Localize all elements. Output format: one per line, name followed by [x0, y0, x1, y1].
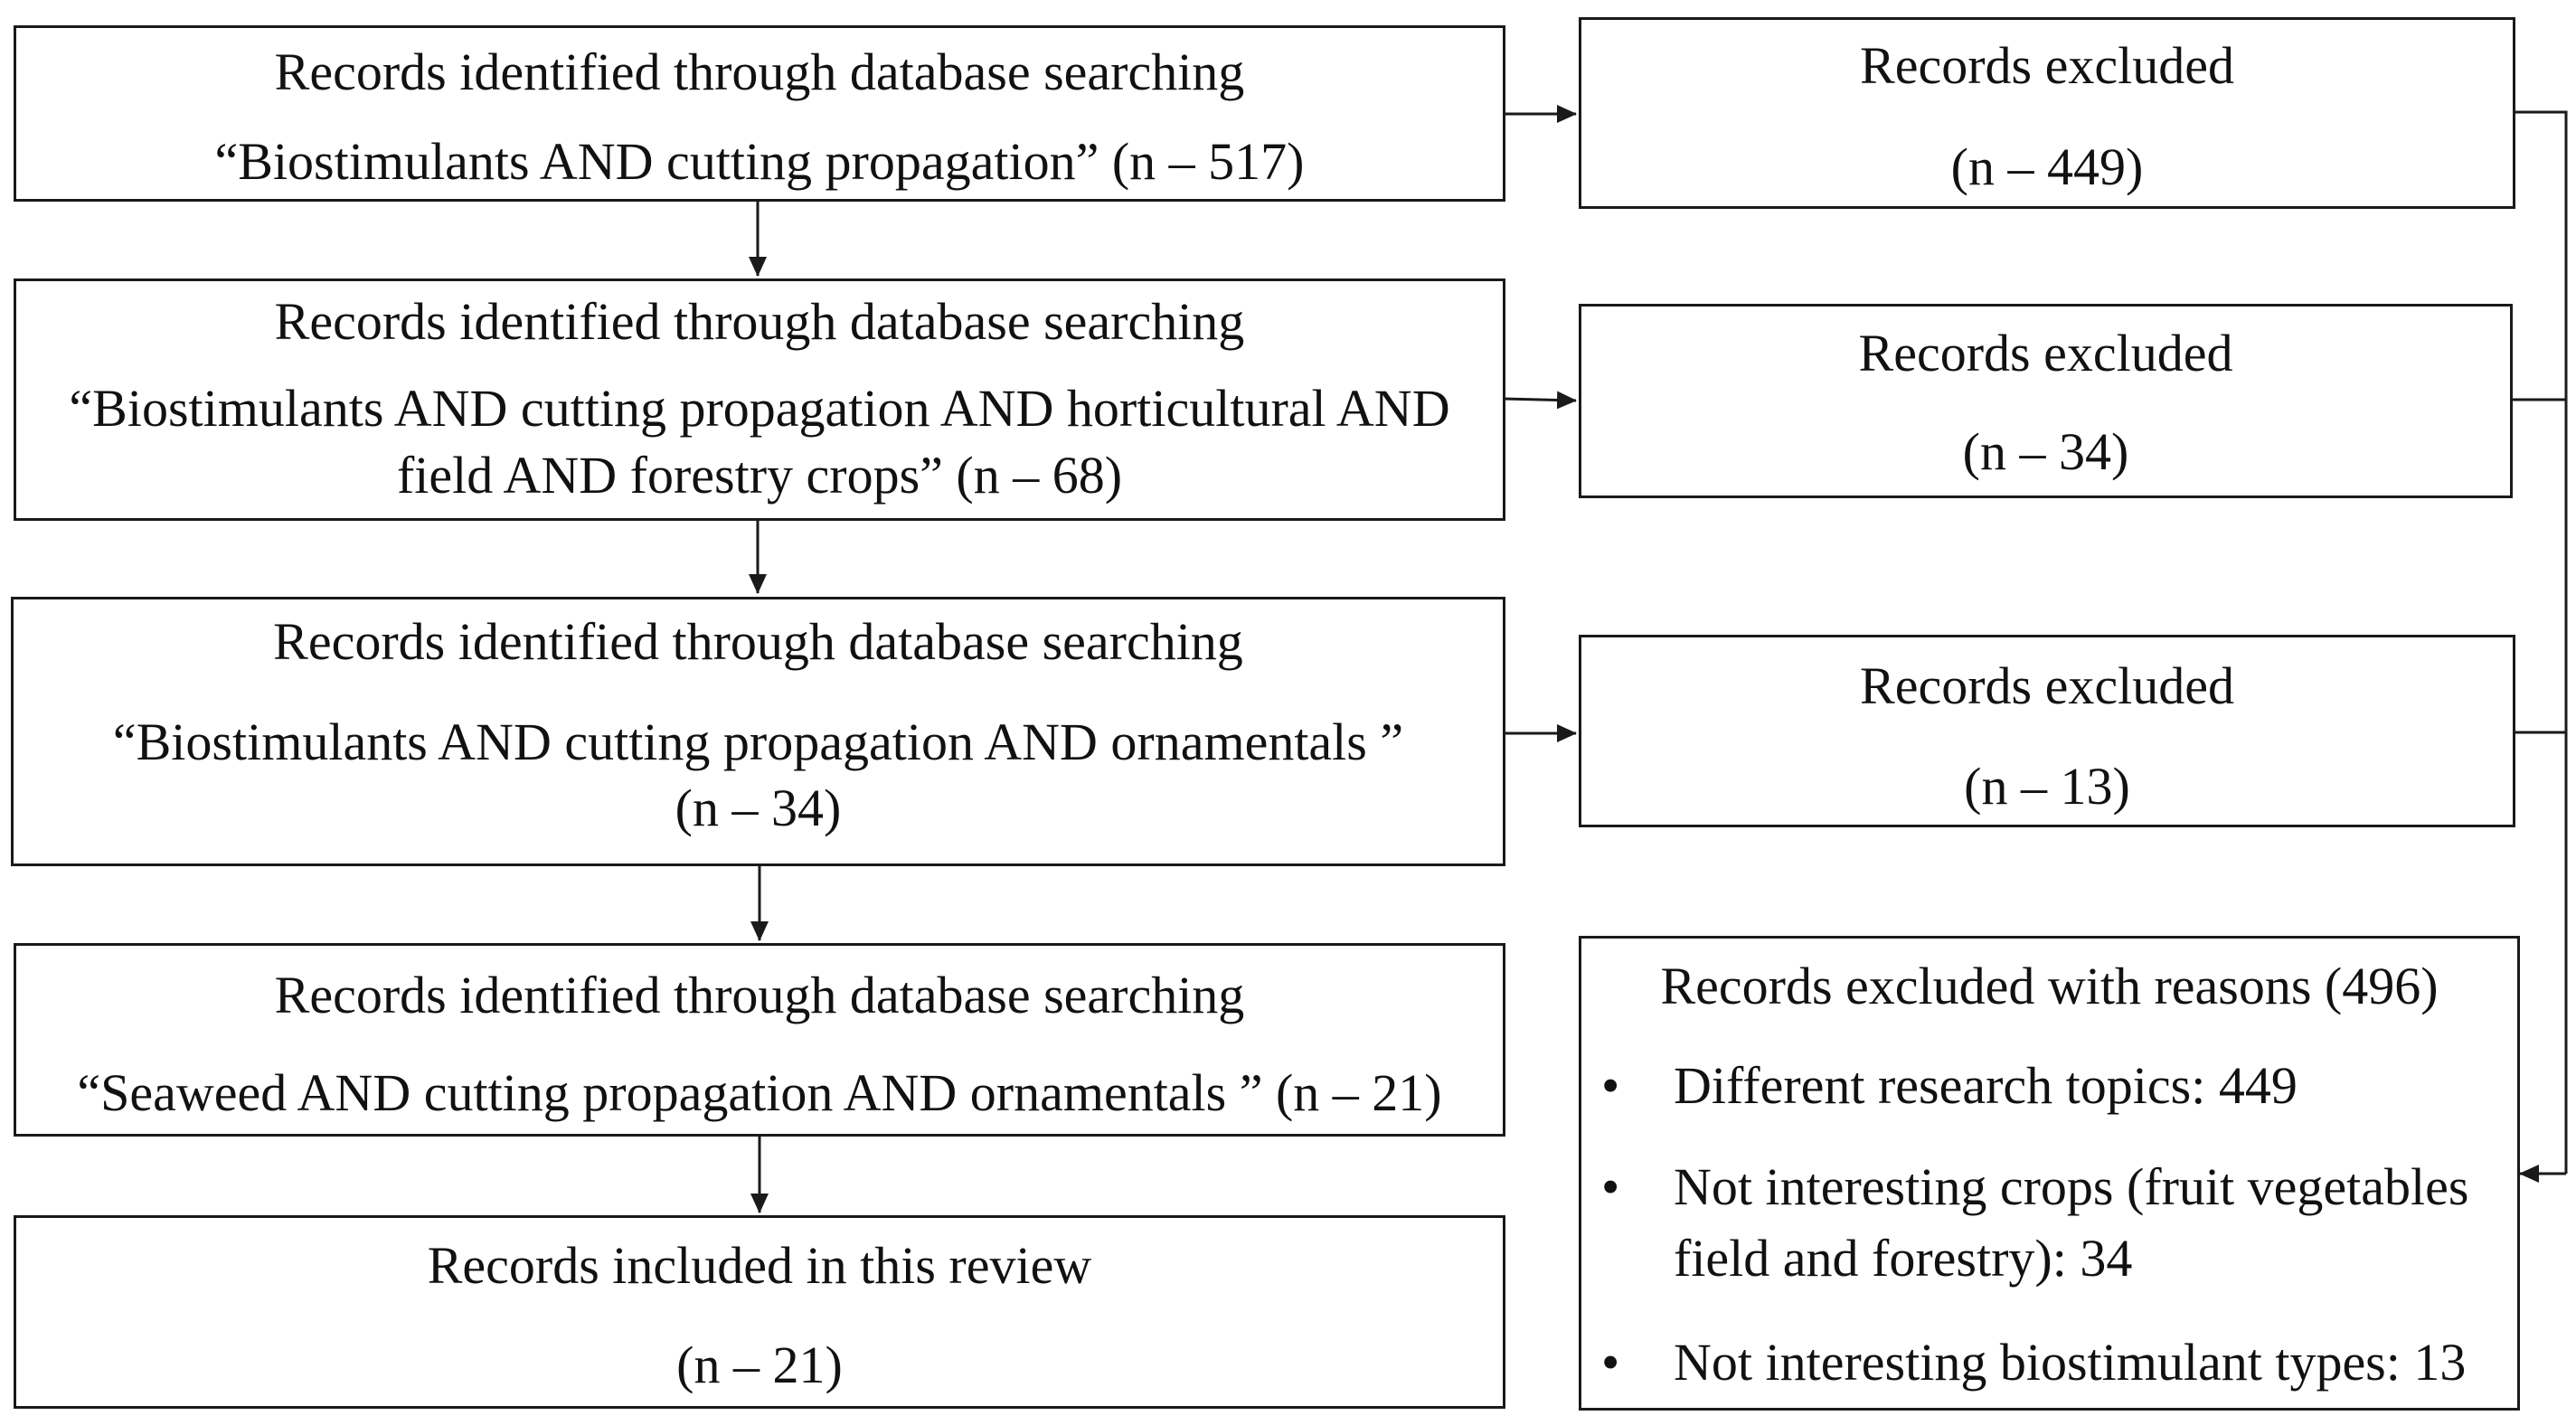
bullet-icon: •: [1601, 1333, 1620, 1392]
search-box-2-query-line2: field AND forestry crops” (n – 68): [396, 446, 1123, 505]
collector-from-excluded1: [2514, 110, 2568, 1174]
excluded-box-2-count: (n – 34): [1962, 422, 2129, 481]
search-box-4-heading: Records identified through database sear…: [274, 966, 1245, 1024]
reason-item-3: • Not interesting biostimulant types: 13: [1581, 1331, 2517, 1394]
excluded-box-1: Records excluded (n – 449): [1579, 17, 2515, 209]
arrow-search2-to-excluded2: [1503, 391, 1577, 410]
reason-item-2-text-line2: field and forestry): 34: [1674, 1229, 2133, 1288]
excluded-box-3-title: Records excluded: [1860, 656, 2234, 715]
included-box: Records included in this review (n – 21): [14, 1215, 1505, 1409]
exclusion-arrows: [1503, 105, 1577, 742]
search-box-3-query-line1: “Biostimulants AND cutting propagation A…: [112, 712, 1404, 771]
included-box-count: (n – 21): [676, 1335, 843, 1394]
search-box-3: Records identified through database sear…: [11, 597, 1505, 866]
excluded-box-2-title: Records excluded: [1858, 324, 2233, 382]
search-box-3-query-line2: (n – 34): [675, 779, 842, 837]
excluded-box-3-count: (n – 13): [1964, 757, 2130, 816]
search-box-3-heading: Records identified through database sear…: [273, 612, 1243, 671]
vertical-flow-arrows: [749, 201, 769, 1213]
search-box-4-query: “Seaweed AND cutting propagation AND orn…: [77, 1063, 1442, 1122]
search-box-1-query: “Biostimulants AND cutting propagation” …: [214, 132, 1305, 191]
search-box-1-heading: Records identified through database sear…: [274, 42, 1245, 101]
excluded-box-3: Records excluded (n – 13): [1579, 635, 2515, 827]
reason-item-3-text: Not interesting biostimulant types: 13: [1674, 1333, 2467, 1392]
bullet-icon: •: [1601, 1056, 1620, 1115]
excluded-box-1-title: Records excluded: [1860, 36, 2234, 95]
reason-item-1: • Different research topics: 449: [1581, 1054, 2517, 1118]
search-box-2-query-line1: “Biostimulants AND cutting propagation A…: [69, 379, 1450, 438]
reason-item-1-text: Different research topics: 449: [1674, 1056, 2298, 1115]
reason-item-2: • Not interesting crops (fruit vegetable…: [1581, 1156, 2517, 1288]
reasons-collector: [2512, 110, 2568, 1183]
included-box-title: Records included in this review: [427, 1236, 1092, 1295]
search-box-1: Records identified through database sear…: [14, 25, 1505, 202]
bullet-icon: •: [1601, 1157, 1620, 1216]
search-box-4: Records identified through database sear…: [14, 943, 1505, 1137]
excluded-box-2: Records excluded (n – 34): [1579, 304, 2513, 498]
search-box-2-heading: Records identified through database sear…: [274, 292, 1245, 351]
excluded-box-1-count: (n – 449): [1950, 137, 2144, 196]
reasons-box: Records excluded with reasons (496) • Di…: [1579, 936, 2520, 1411]
search-box-2: Records identified through database sear…: [14, 278, 1505, 521]
reason-item-2-text-line1: Not interesting crops (fruit vegetables: [1674, 1157, 2469, 1216]
reasons-box-title: Records excluded with reasons (496): [1660, 957, 2439, 1015]
